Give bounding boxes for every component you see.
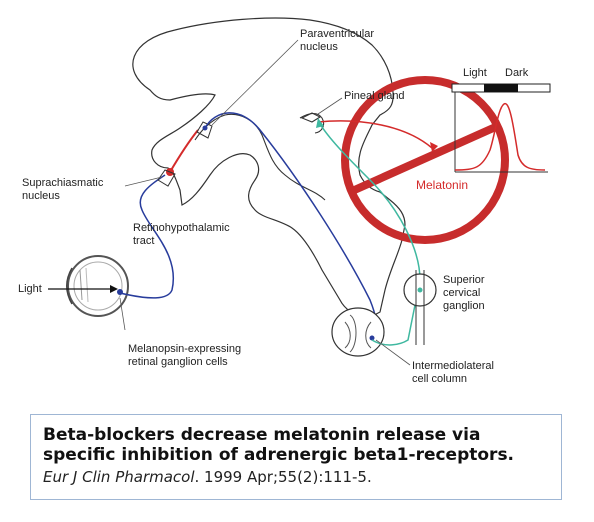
citation-details: . 1999 Apr;55(2):111-5. (194, 468, 372, 486)
leader-intermediolateral (375, 339, 411, 366)
retinohypothalamic-tract (119, 174, 175, 299)
citation-box: Beta-blockers decrease melatonin release… (30, 414, 562, 500)
pineal-gland-shape (300, 112, 322, 123)
label-superior-cervical: Superior cervical ganglion (443, 274, 485, 312)
light-arrowhead (110, 285, 118, 293)
label-light-input: Light (18, 283, 42, 295)
spinal-cord-section (331, 307, 385, 357)
leader-paraventricular (211, 39, 299, 126)
label-melanopsin: Melanopsin-expressing retinal ganglion c… (128, 343, 242, 368)
brain-outline (132, 17, 406, 321)
green-postganglionic (319, 123, 421, 281)
journal-name: Eur J Clin Pharmacol (43, 468, 195, 486)
pvn-shape (196, 121, 213, 139)
superior-cervical-ganglion (403, 270, 437, 345)
leader-pineal (317, 97, 343, 115)
label-paraventricular: Paraventricular nucleus (300, 28, 374, 53)
prohibition-sign (341, 76, 509, 244)
eye-illustration (66, 255, 129, 317)
label-light-bar: Light (463, 67, 487, 79)
scn-to-pvn-red (169, 129, 199, 173)
leader-suprachiasmatic (124, 176, 163, 187)
melatonin-pathway-diagram (48, 17, 551, 366)
label-dark-bar: Dark (505, 67, 529, 79)
melatonin-arrowhead (430, 142, 438, 152)
scn-notch (157, 169, 176, 187)
citation-reference: Eur J Clin Pharmacol. 1999 Apr;55(2):111… (43, 467, 551, 487)
label-suprachiasmatic: Suprachiasmatic nucleus (22, 177, 104, 202)
label-retinohypothalamic: Retinohypothalamic tract (133, 222, 230, 247)
leader-melanopsin (119, 297, 126, 331)
label-pineal-gland: Pineal gland (344, 90, 405, 102)
pvn-descending-tract (204, 112, 378, 336)
label-melatonin: Melatonin (416, 178, 469, 192)
retinal-ganglion-cell (117, 289, 123, 295)
melatonin-output-arrow (317, 120, 433, 149)
citation-title: Beta-blockers decrease melatonin release… (43, 425, 515, 465)
light-dark-plot (451, 83, 551, 173)
label-intermediolateral: Intermediolateral cell column (412, 360, 494, 385)
green-arrowhead (316, 118, 324, 128)
green-preganglionic (371, 299, 417, 346)
brain-inner-fold (194, 113, 326, 201)
